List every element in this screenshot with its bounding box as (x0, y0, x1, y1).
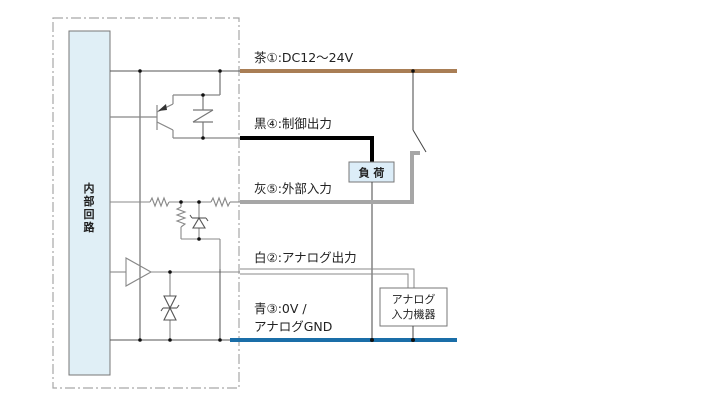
junction-dot (411, 338, 415, 342)
white-wire-label: 白②:アナログ出力 (254, 250, 357, 265)
load-box-label: 負 荷 (359, 166, 385, 180)
resistor-icon (210, 196, 231, 208)
junction-dot (197, 237, 201, 241)
output-transistor-icon (110, 94, 240, 139)
gray-wire-label: 灰⑤:外部入力 (254, 181, 332, 196)
analog-device-label-line2: 入力機器 (392, 307, 436, 321)
transistor-emitter-arrow-icon (158, 104, 167, 111)
blue-wire-label-line2: アナログGND (254, 319, 332, 334)
internal-circuit-char-1: 内 (84, 181, 95, 195)
black-wire-label: 黒④:制御出力 (254, 116, 332, 131)
resistor-icon (175, 206, 187, 228)
brown-wire-label: 茶①:DC12～24V (254, 50, 354, 65)
junction-dot (370, 338, 374, 342)
junction-dot (201, 136, 205, 140)
junction-dot (411, 69, 415, 73)
junction-dot (168, 338, 172, 342)
black-wire (240, 136, 374, 162)
internal-circuit-char-3: 回 (84, 207, 95, 221)
zener-diode-input-icon (189, 214, 209, 229)
external-switch-icon (412, 71, 427, 153)
internal-circuit-char-4: 路 (84, 220, 96, 234)
junction-dot (168, 270, 172, 274)
internal-circuit-char-2: 部 (84, 194, 95, 208)
junction-dot (179, 200, 183, 204)
amplifier-icon (125, 257, 153, 287)
junction-dot (138, 69, 142, 73)
analog-input-device-box (379, 287, 448, 327)
blue-wire-label-line1: 青③:0V / (254, 301, 307, 316)
white-wire (240, 268, 415, 288)
sensor-enclosure-border (52, 17, 240, 389)
zener-diode-output-icon (192, 95, 214, 138)
bidirectional-zener-icon (160, 295, 180, 321)
junction-dot (138, 338, 142, 342)
junction-dot (201, 93, 205, 97)
gray-wire (240, 151, 420, 204)
analog-output-stage (110, 257, 240, 340)
analog-device-label-line1: アナログ (392, 292, 436, 306)
junction-dot (197, 200, 201, 204)
junction-dot (218, 69, 222, 73)
external-input-network (110, 196, 240, 269)
junction-dot (218, 338, 222, 342)
internal-ground-rail (110, 269, 240, 341)
internal-circuit-block (68, 30, 111, 376)
resistor-icon (149, 196, 170, 208)
